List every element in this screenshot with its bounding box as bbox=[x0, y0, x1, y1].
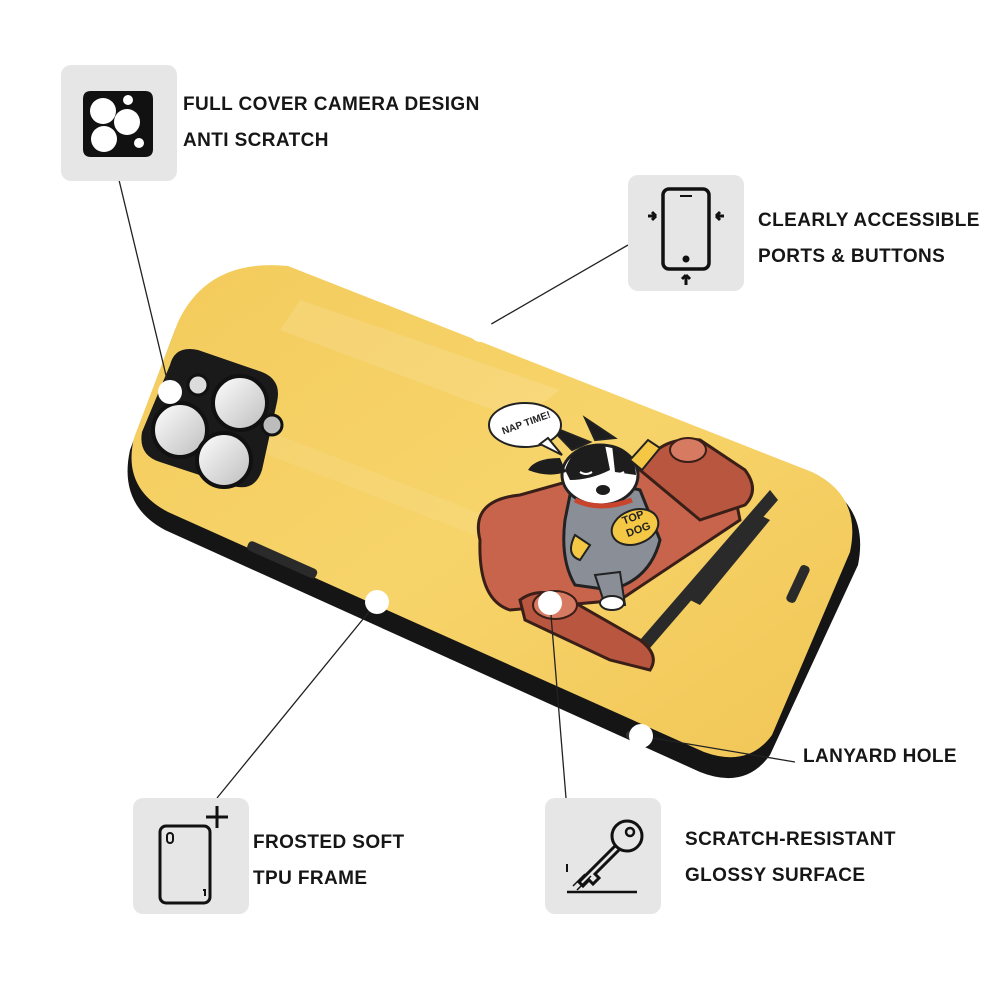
side-button bbox=[247, 541, 318, 579]
callout-lines bbox=[118, 179, 796, 799]
callout-dots bbox=[158, 318, 653, 748]
surface-feature-text: SCRATCH-RESISTANT GLOSSY SURFACE bbox=[685, 822, 896, 894]
camera-feature-text: FULL COVER CAMERA DESIGN ANTI SCRATCH bbox=[183, 87, 480, 159]
frame-feature-line1: FROSTED SOFT bbox=[253, 832, 405, 853]
surface-feature-line1: SCRATCH-RESISTANT bbox=[685, 829, 896, 850]
camera-feature-tile bbox=[61, 65, 177, 181]
frame-feature-tile bbox=[133, 798, 249, 914]
camera-module bbox=[141, 349, 284, 489]
dog-artwork bbox=[476, 402, 778, 672]
frame-feature-line2: TPU FRAME bbox=[253, 868, 368, 889]
lanyard-feature-line1: LANYARD HOLE bbox=[803, 746, 957, 767]
phone-frame-plus-icon bbox=[158, 806, 228, 905]
camera-feature-line1: FULL COVER CAMERA DESIGN bbox=[183, 94, 480, 115]
phone-ports-icon bbox=[648, 187, 724, 285]
ports-feature-text: CLEARLY ACCESSIBLE PORTS & BUTTONS bbox=[758, 203, 980, 275]
camera-lens-icon bbox=[83, 91, 153, 157]
frame-feature-text: FROSTED SOFT TPU FRAME bbox=[253, 825, 405, 897]
ports-feature-line2: PORTS & BUTTONS bbox=[758, 246, 946, 267]
surface-feature-line2: GLOSSY SURFACE bbox=[685, 865, 866, 886]
surface-feature-tile bbox=[545, 798, 661, 914]
key-scratch-icon bbox=[566, 819, 644, 894]
lanyard-feature-text: LANYARD HOLE bbox=[803, 739, 957, 775]
camera-feature-line2: ANTI SCRATCH bbox=[183, 130, 329, 151]
ports-feature-line1: CLEARLY ACCESSIBLE bbox=[758, 210, 980, 231]
ports-feature-tile bbox=[628, 175, 744, 291]
